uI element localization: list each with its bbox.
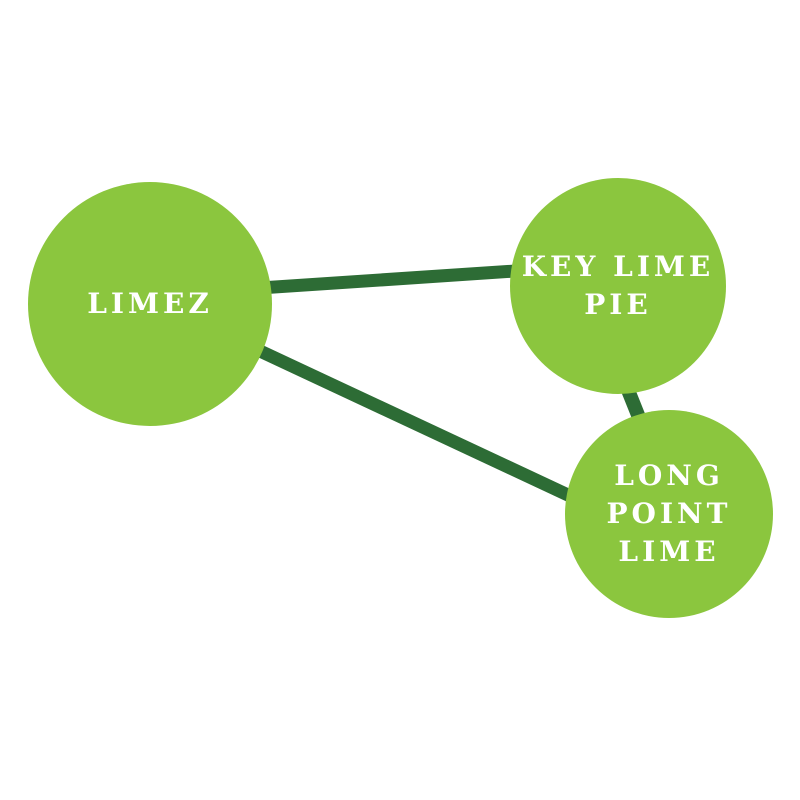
node-limez[interactable]: LIMEZ (28, 182, 272, 426)
node-label-key-lime-pie: KEY LIME PIE (522, 248, 715, 324)
node-label-line: KEY LIME (521, 250, 715, 284)
node-label-line: PIE (584, 288, 652, 321)
edge-limez--long-point-lime (227, 331, 603, 516)
node-label-line: LIME (618, 534, 720, 568)
node-label-limez: LIMEZ (87, 285, 213, 323)
node-label-line: POINT (606, 497, 732, 531)
node-label-line: LIMEZ (87, 287, 213, 321)
node-label-line: LONG (614, 459, 724, 493)
node-key-lime-pie[interactable]: KEY LIME PIE (510, 178, 726, 394)
edge-limez--key-lime-pie (229, 261, 561, 297)
